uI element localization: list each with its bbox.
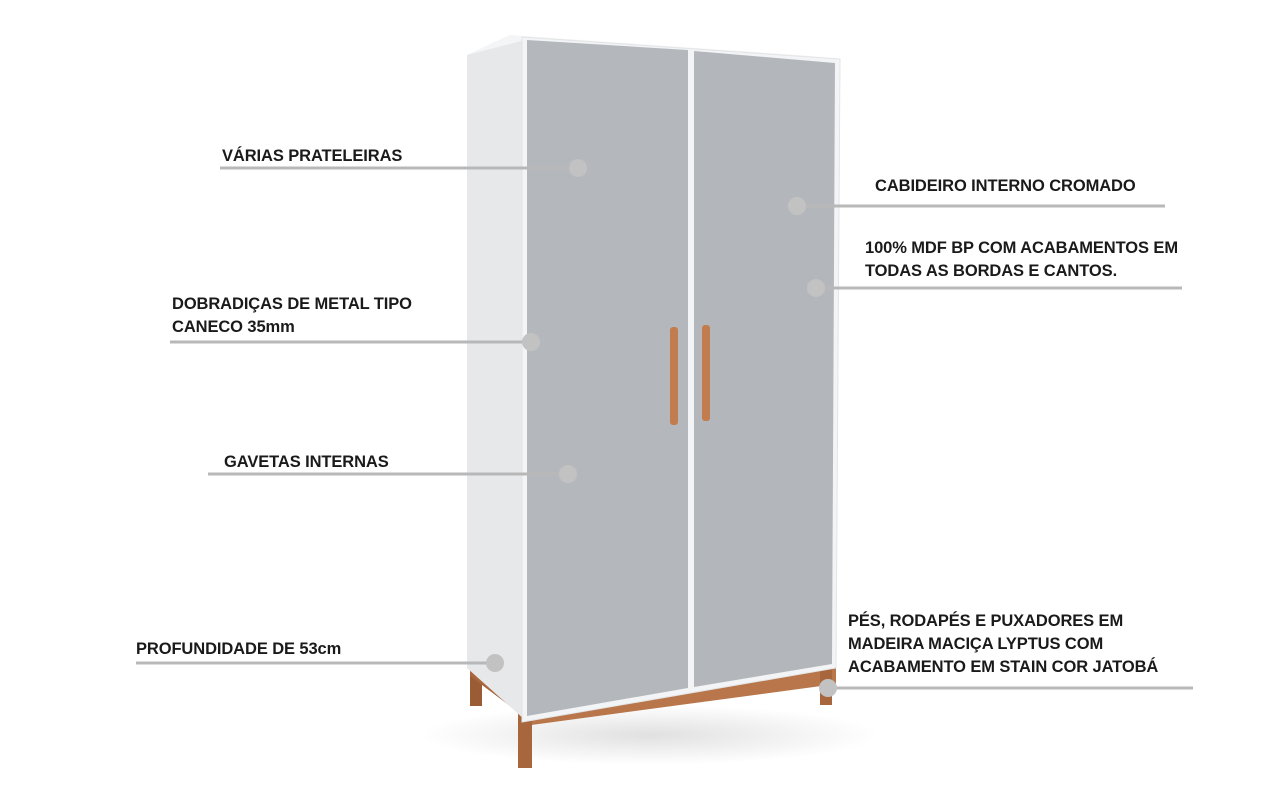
right-door	[694, 51, 835, 687]
callout-dobradicas: DOBRADIÇAS DE METAL TIPO CANECO 35mm	[172, 293, 412, 339]
callout-text: PÉS, RODAPÉS E PUXADORES EM	[848, 612, 1124, 630]
callout-text: CANECO 35mm	[172, 318, 295, 336]
callout-dot-pes	[819, 679, 837, 697]
callout-text: TODAS AS BORDAS E CANTOS.	[865, 262, 1118, 280]
callout-text: MADEIRA MACIÇA LYPTUS COM	[848, 635, 1104, 653]
callout-prateleiras: VÁRIAS PRATELEIRAS	[222, 145, 402, 168]
callout-text: 100% MDF BP COM ACABAMENTOS EM	[865, 239, 1178, 257]
callout-cabideiro: CABIDEIRO INTERNO CROMADO	[875, 175, 1136, 198]
callout-dot-gavetas	[559, 465, 577, 483]
callout-gavetas: GAVETAS INTERNAS	[224, 451, 389, 474]
callout-dot-cabideiro	[788, 197, 806, 215]
callout-text: CABIDEIRO INTERNO CROMADO	[875, 177, 1136, 195]
floor-shadow	[420, 705, 880, 765]
callout-profundidade: PROFUNDIDADE DE 53cm	[136, 638, 341, 661]
callout-text: PROFUNDIDADE DE 53cm	[136, 640, 342, 658]
front-rail	[524, 668, 836, 726]
callout-text: DOBRADIÇAS DE METAL TIPO	[172, 295, 412, 313]
callout-text: ACABAMENTO EM STAIN COR JATOBÁ	[848, 658, 1159, 676]
callout-dot-prateleiras	[569, 159, 587, 177]
callout-text: VÁRIAS PRATELEIRAS	[222, 147, 403, 165]
callout-mdf: 100% MDF BP COM ACABAMENTOS EM TODAS AS …	[865, 237, 1178, 283]
left-door	[527, 40, 688, 716]
left-door-handle	[670, 327, 678, 425]
callout-text: GAVETAS INTERNAS	[224, 453, 389, 471]
callout-dot-dobradicas	[522, 333, 540, 351]
side-panel	[467, 35, 525, 720]
callout-dot-mdf	[807, 279, 825, 297]
callout-dot-profundidade	[486, 654, 504, 672]
front-left-leg	[518, 712, 532, 768]
right-door-handle	[702, 325, 710, 421]
callout-pes: PÉS, RODAPÉS E PUXADORES EM MADEIRA MACI…	[848, 610, 1158, 679]
